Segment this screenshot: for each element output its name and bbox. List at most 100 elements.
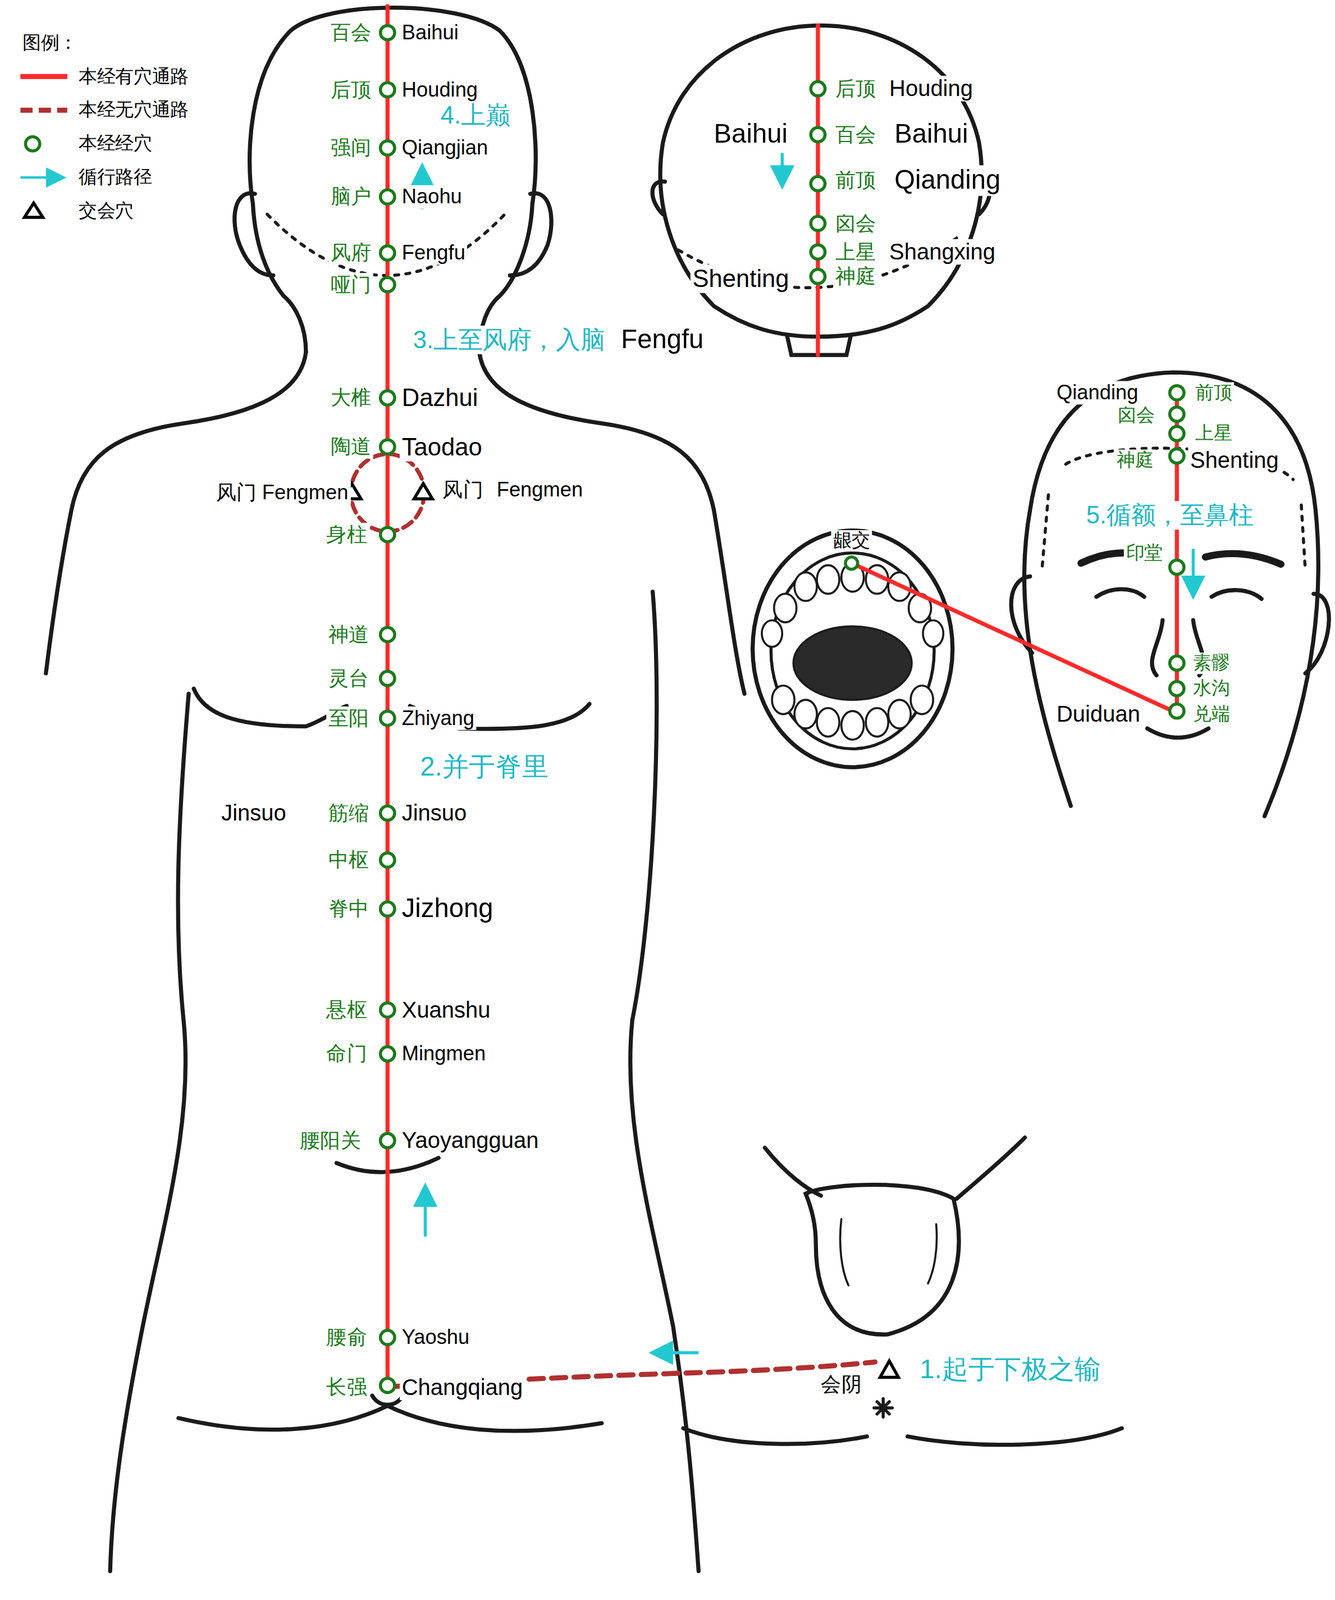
legend-samples-part (25, 136, 40, 151)
face-outline (1011, 372, 1329, 816)
mouth-illustration-part-part (841, 710, 864, 740)
face-outline-part (1147, 728, 1209, 738)
back-figure-outline-part (630, 591, 699, 1571)
pinyin-label: Shenting (690, 264, 792, 293)
pinyin-label: 风门 (440, 477, 486, 502)
mouth-illustration-part-part (794, 699, 817, 729)
acupoint-name: 囟会 (833, 211, 879, 236)
legend-samples-part (20, 107, 68, 113)
top-head-outline-part (652, 181, 665, 214)
acupoint-circles-part (1169, 407, 1184, 422)
pathway-step: 3.上至风府，入脑 (410, 325, 607, 354)
mouth-illustration-part (752, 530, 953, 767)
acupoint-circles-part (1169, 448, 1184, 463)
acupoint-name: 大椎 (328, 386, 374, 410)
back-figure-outline-part (479, 351, 745, 694)
pathway-step: 2.并于脊里 (418, 751, 551, 783)
acupoint-circles-part (380, 245, 395, 260)
intersection-triangles-part (414, 483, 433, 499)
pathway-step: 4.上巅 (438, 101, 512, 130)
meridian-path (350, 6, 1177, 1387)
acupoint-name: 长强 (324, 1375, 370, 1399)
meridian-path-part (385, 6, 390, 1385)
acupoint-circles-part (380, 189, 395, 204)
pinyin-label: Fengfu (399, 241, 468, 265)
pinyin-label: Baihui (399, 20, 461, 45)
intersection-triangles-part (880, 1360, 899, 1377)
back-figure-outline-part (249, 7, 537, 352)
perineum-outline (683, 1137, 1122, 1445)
pinyin-label: Yaoshu (399, 1325, 472, 1350)
mouth-illustration-part-part (910, 685, 934, 715)
mouth-illustration-part-part (816, 707, 840, 737)
acupoint-circles (380, 25, 1184, 1392)
pinyin-label: Mingmen (399, 1041, 488, 1066)
acupoint-name: 哑门 (328, 272, 374, 297)
acupoint-name: 身柱 (324, 522, 370, 547)
acupoint-name: 腰俞 (324, 1325, 370, 1350)
legend-text: 本经有穴通路 (76, 65, 191, 88)
acupoint-name: 中枢 (326, 848, 372, 872)
pinyin-label: Yaoyangguan (399, 1127, 541, 1154)
acupoint-name: 至阳 (326, 706, 372, 730)
back-figure-outline-part (193, 688, 347, 726)
pinyin-label: Qianding (892, 165, 1003, 196)
pinyin-label: Taodao (399, 432, 484, 461)
mouth-illustration-part-part (761, 619, 783, 647)
legend-text: 交会穴 (76, 200, 136, 222)
acupoint-name: 百会 (833, 122, 879, 147)
pinyin-label: Shangxing (887, 239, 998, 265)
pinyin-label: Shenting (1187, 446, 1281, 473)
pinyin-label: Dazhui (399, 383, 480, 412)
acupoint-name: 印堂 (1123, 542, 1165, 564)
pinyin-label: Fengfu (619, 324, 706, 355)
meridian-path-part (851, 563, 1173, 711)
mouth-illustration-part-part (865, 707, 889, 737)
perineum-outline-part (683, 1427, 867, 1444)
acupoint-name: 神庭 (833, 264, 879, 288)
face-outline-part (1211, 590, 1262, 600)
pinyin-label: 图例： (20, 32, 80, 54)
mouth-illustration-part-part (888, 699, 911, 729)
mouth-illustration-part (770, 552, 935, 749)
back-figure-outline-part (234, 193, 274, 276)
acupoint-circles-part (380, 670, 395, 685)
acupoint-circles-part (810, 216, 825, 231)
acupoint-circles-part (380, 527, 395, 542)
acupoint-name: 前顶 (1192, 382, 1234, 404)
back-figure-outline-part (509, 193, 552, 276)
pinyin-label: Baihui (711, 119, 790, 150)
acupoint-name: 腰阳关 (297, 1128, 363, 1152)
pinyin-label: Baihui (892, 119, 971, 150)
acupoint-circles-part (1169, 385, 1184, 400)
pinyin-label: Zhiyang (399, 706, 477, 730)
mouth-illustration (752, 530, 953, 767)
acupoint-name: 上星 (833, 240, 879, 264)
acupoint-circles-part (380, 82, 395, 97)
acupoint-circles-part (810, 81, 825, 96)
legend-samples-part (20, 176, 62, 180)
acupoint-name: 强间 (328, 136, 374, 160)
acupoint-name: 陶道 (328, 435, 374, 459)
flow-arrows-part (654, 1350, 699, 1354)
legend-text: 本经经穴 (76, 133, 154, 155)
acupoint-name: 筋缩 (326, 801, 372, 825)
acupoint-circles-part (380, 25, 395, 40)
pinyin-label: Jinsuo (219, 799, 289, 826)
mouth-illustration-part-part (922, 619, 944, 647)
perineum-outline-part (840, 1218, 937, 1286)
pinyin-label: Jizhong (399, 893, 496, 924)
acupoint-circles-part (380, 439, 395, 454)
pinyin-label: Naohu (399, 185, 464, 209)
pinyin-label: 龈交 (831, 529, 873, 552)
acupoint-circles-part (380, 1046, 395, 1061)
legend-text: 本经无穴通路 (76, 99, 191, 121)
acupoint-name: 灵台 (326, 666, 372, 690)
face-outline-part (1305, 593, 1329, 674)
acupoint-circles-part (1169, 426, 1184, 441)
legend-samples-part (24, 203, 44, 218)
pinyin-label: Xuanshu (399, 996, 493, 1023)
back-figure-outline-part (178, 1405, 602, 1431)
